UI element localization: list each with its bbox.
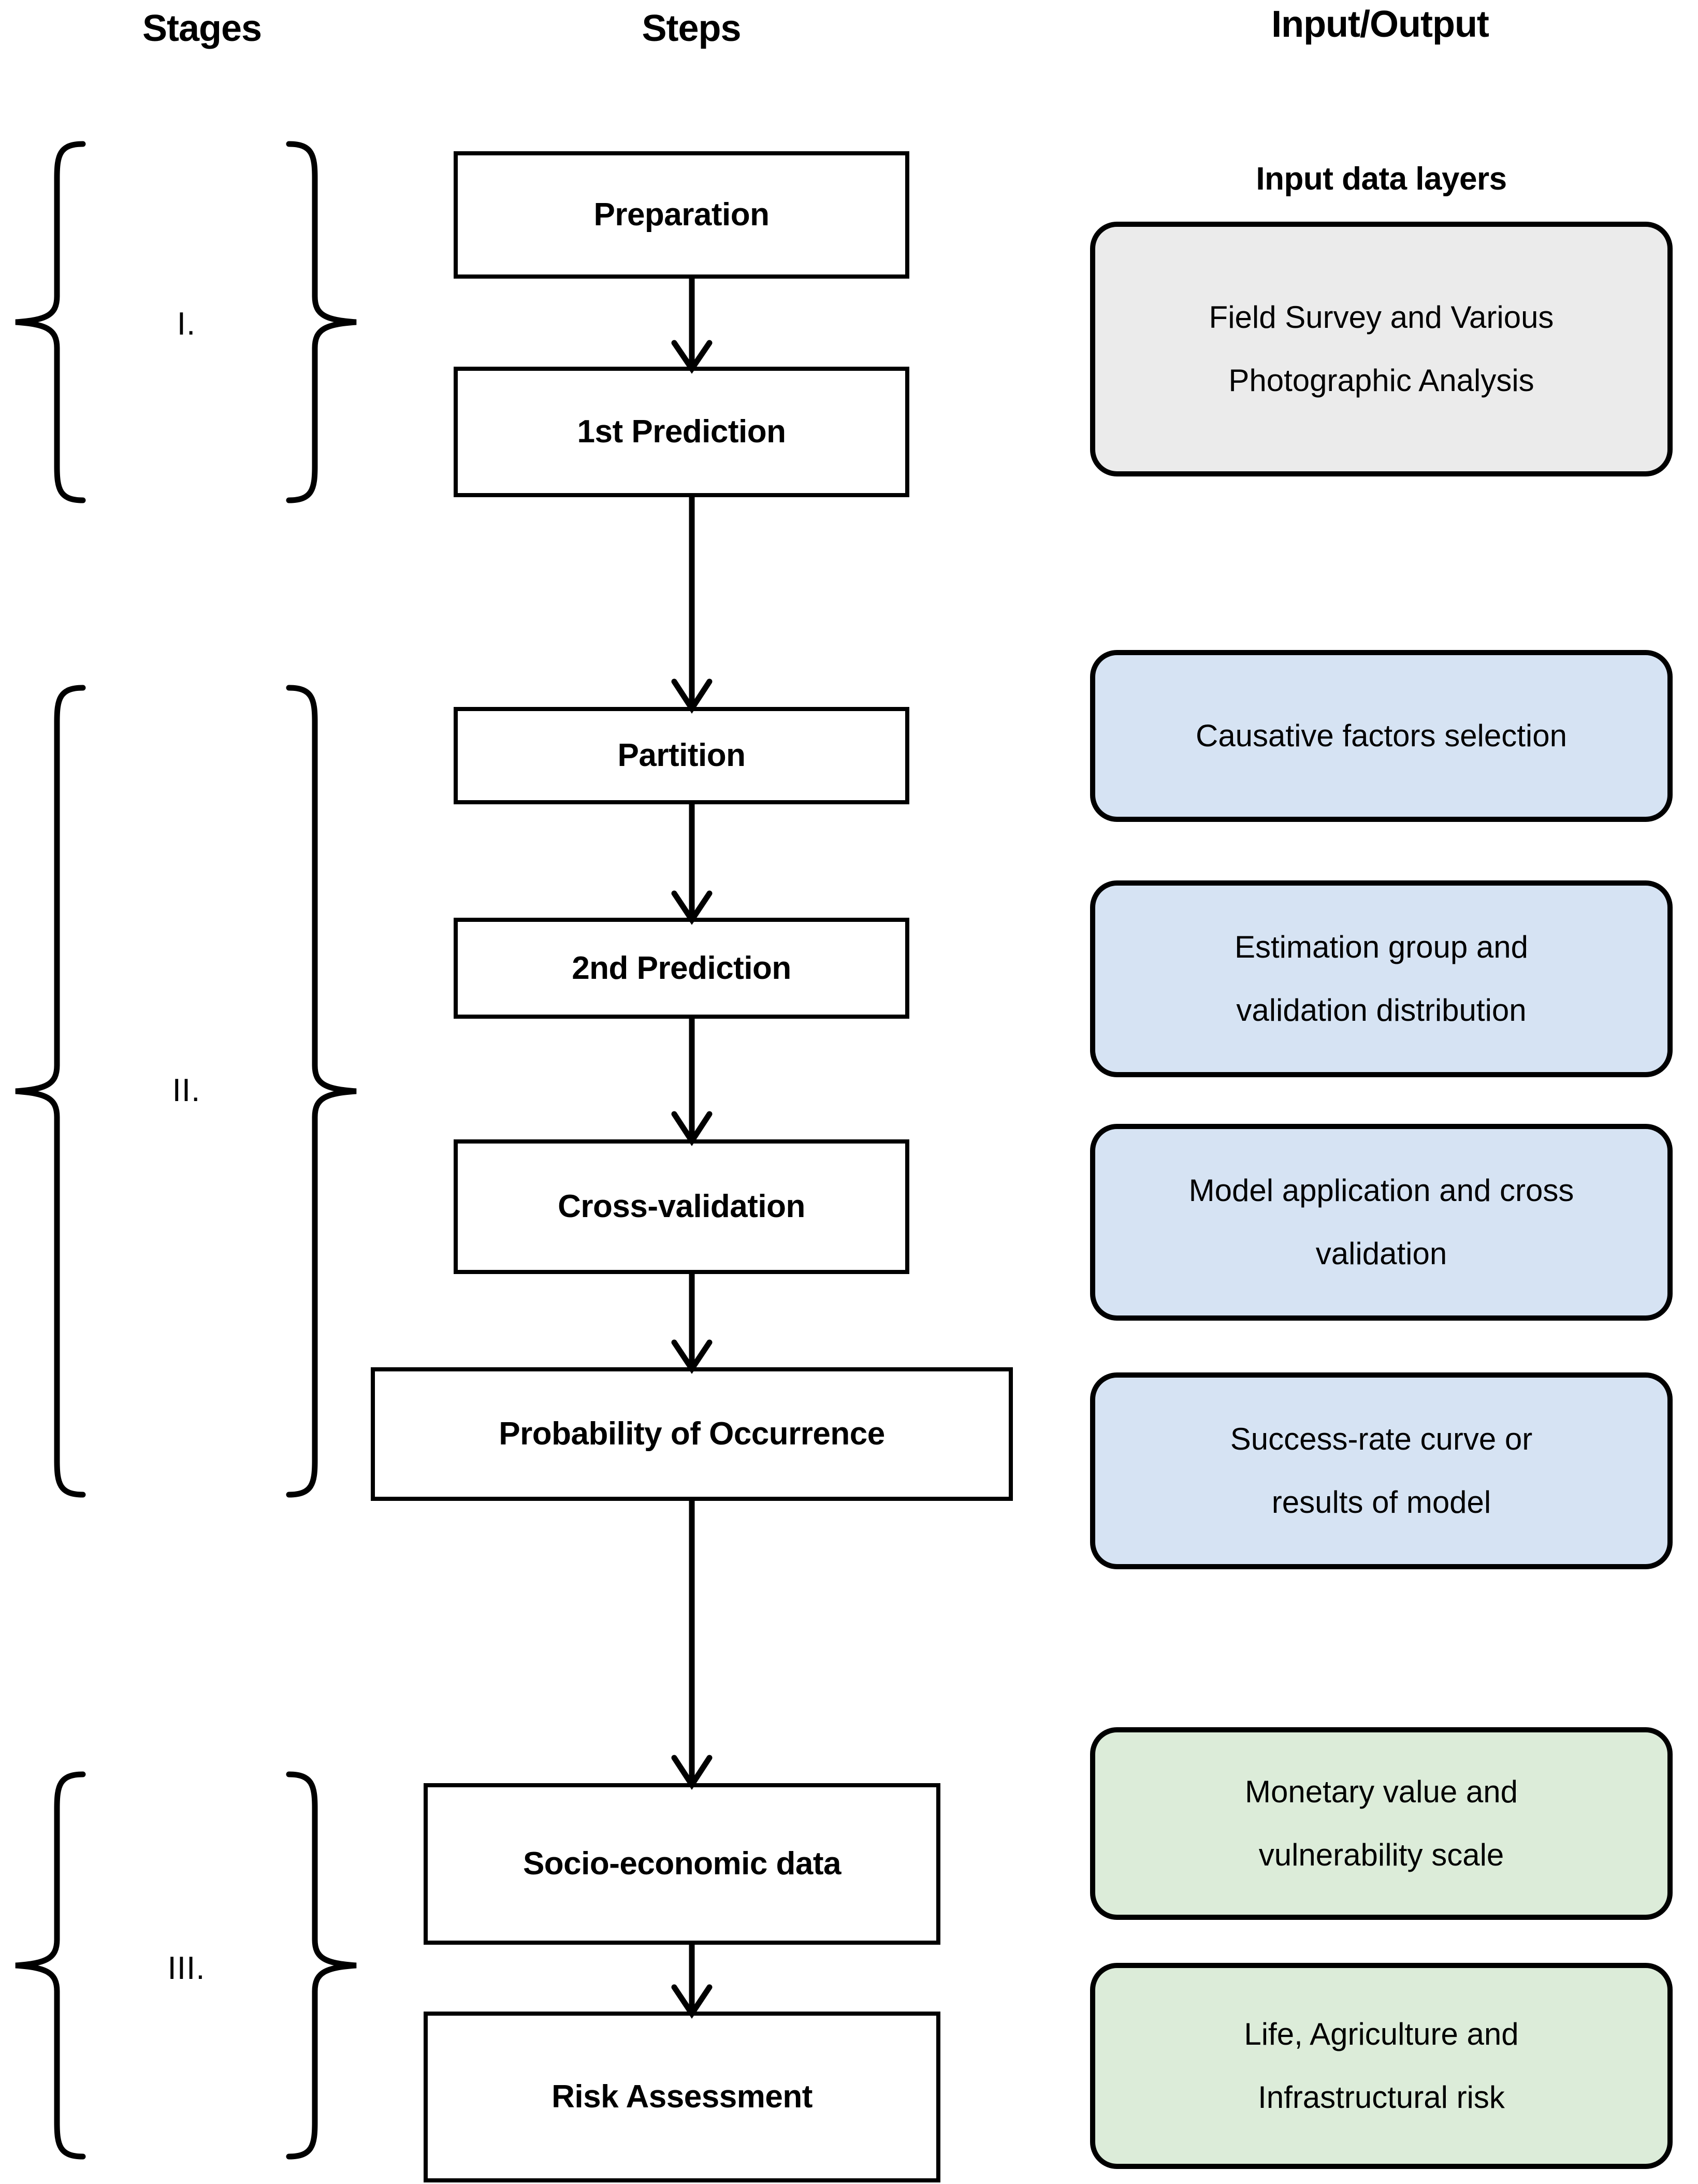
- stage-numeral-1: I.: [177, 306, 196, 342]
- step-box-preparation[interactable]: Preparation: [454, 151, 909, 279]
- arrow-socio-economic-to-risk-assessment: [663, 1943, 721, 2019]
- io-line: Causative factors selection: [1195, 718, 1567, 753]
- column-header-steps: Steps: [642, 8, 741, 49]
- column-header-input-output: Input/Output: [1271, 4, 1489, 45]
- io-line: results of model: [1271, 1485, 1491, 1520]
- step-label: 2nd Prediction: [572, 950, 791, 986]
- step-box-risk-assessment[interactable]: Risk Assessment: [424, 2012, 940, 2182]
- io-line: Photographic Analysis: [1228, 363, 1534, 398]
- step-label: 1st Prediction: [577, 414, 787, 450]
- io-box-model-application[interactable]: Model application and cross validation: [1090, 1124, 1673, 1321]
- step-box-cross-validation[interactable]: Cross-validation: [454, 1139, 909, 1274]
- io-line: Field Survey and Various: [1209, 300, 1554, 335]
- arrow-1st-prediction-to-partition: [663, 495, 721, 714]
- stage-1-right-brace: [284, 141, 361, 503]
- stage-numeral-2: II.: [172, 1073, 201, 1108]
- stage-2-right-brace: [284, 685, 361, 1498]
- step-label: Cross-validation: [558, 1189, 805, 1224]
- step-label: Probability of Occurrence: [499, 1416, 885, 1452]
- io-line: vulnerability scale: [1258, 1838, 1504, 1872]
- io-line: Estimation group and: [1234, 930, 1528, 964]
- io-box-life-agriculture-risk[interactable]: Life, Agriculture and Infrastructural ri…: [1090, 1963, 1673, 2169]
- column-header-stages: Stages: [142, 8, 262, 49]
- stage-3-right-brace: [284, 1771, 361, 2160]
- step-label: Socio-economic data: [523, 1846, 841, 1882]
- step-box-2nd-prediction[interactable]: 2nd Prediction: [454, 918, 909, 1019]
- io-box-causative-factors[interactable]: Causative factors selection: [1090, 650, 1673, 822]
- input-data-layers-header: Input data layers: [1256, 161, 1507, 197]
- step-box-socio-economic-data[interactable]: Socio-economic data: [424, 1783, 940, 1945]
- step-label: Partition: [617, 737, 746, 773]
- io-line: Infrastructural risk: [1258, 2080, 1505, 2115]
- io-box-monetary-value[interactable]: Monetary value and vulnerability scale: [1090, 1727, 1673, 1920]
- io-line: Model application and cross: [1188, 1173, 1574, 1208]
- io-box-success-rate-curve[interactable]: Success-rate curve or results of model: [1090, 1372, 1673, 1569]
- io-line: validation: [1315, 1236, 1447, 1271]
- step-box-partition[interactable]: Partition: [454, 707, 909, 804]
- io-box-estimation-group[interactable]: Estimation group and validation distribu…: [1090, 880, 1673, 1077]
- arrow-2nd-prediction-to-cross-validation: [663, 1017, 721, 1147]
- stage-1-left-brace: [10, 141, 88, 503]
- stage-2-left-brace: [10, 685, 88, 1498]
- step-label: Risk Assessment: [552, 2079, 812, 2115]
- arrow-partition-to-2nd-prediction: [663, 802, 721, 925]
- stage-3-left-brace: [10, 1771, 88, 2160]
- io-line: Monetary value and: [1245, 1774, 1518, 1809]
- io-line: validation distribution: [1236, 993, 1527, 1028]
- step-label: Preparation: [593, 197, 770, 233]
- io-line: Life, Agriculture and: [1244, 2017, 1519, 2051]
- step-box-probability-of-occurrence[interactable]: Probability of Occurrence: [371, 1367, 1013, 1501]
- io-line: Success-rate curve or: [1230, 1422, 1533, 1456]
- arrow-cross-validation-to-probability: [663, 1272, 721, 1374]
- arrow-probability-to-socio-economic: [663, 1499, 721, 1790]
- io-box-field-survey[interactable]: Field Survey and Various Photographic An…: [1090, 222, 1673, 476]
- stage-numeral-3: III.: [167, 1950, 206, 1986]
- arrow-preparation-to-1st-prediction: [663, 277, 721, 374]
- step-box-1st-prediction[interactable]: 1st Prediction: [454, 367, 909, 497]
